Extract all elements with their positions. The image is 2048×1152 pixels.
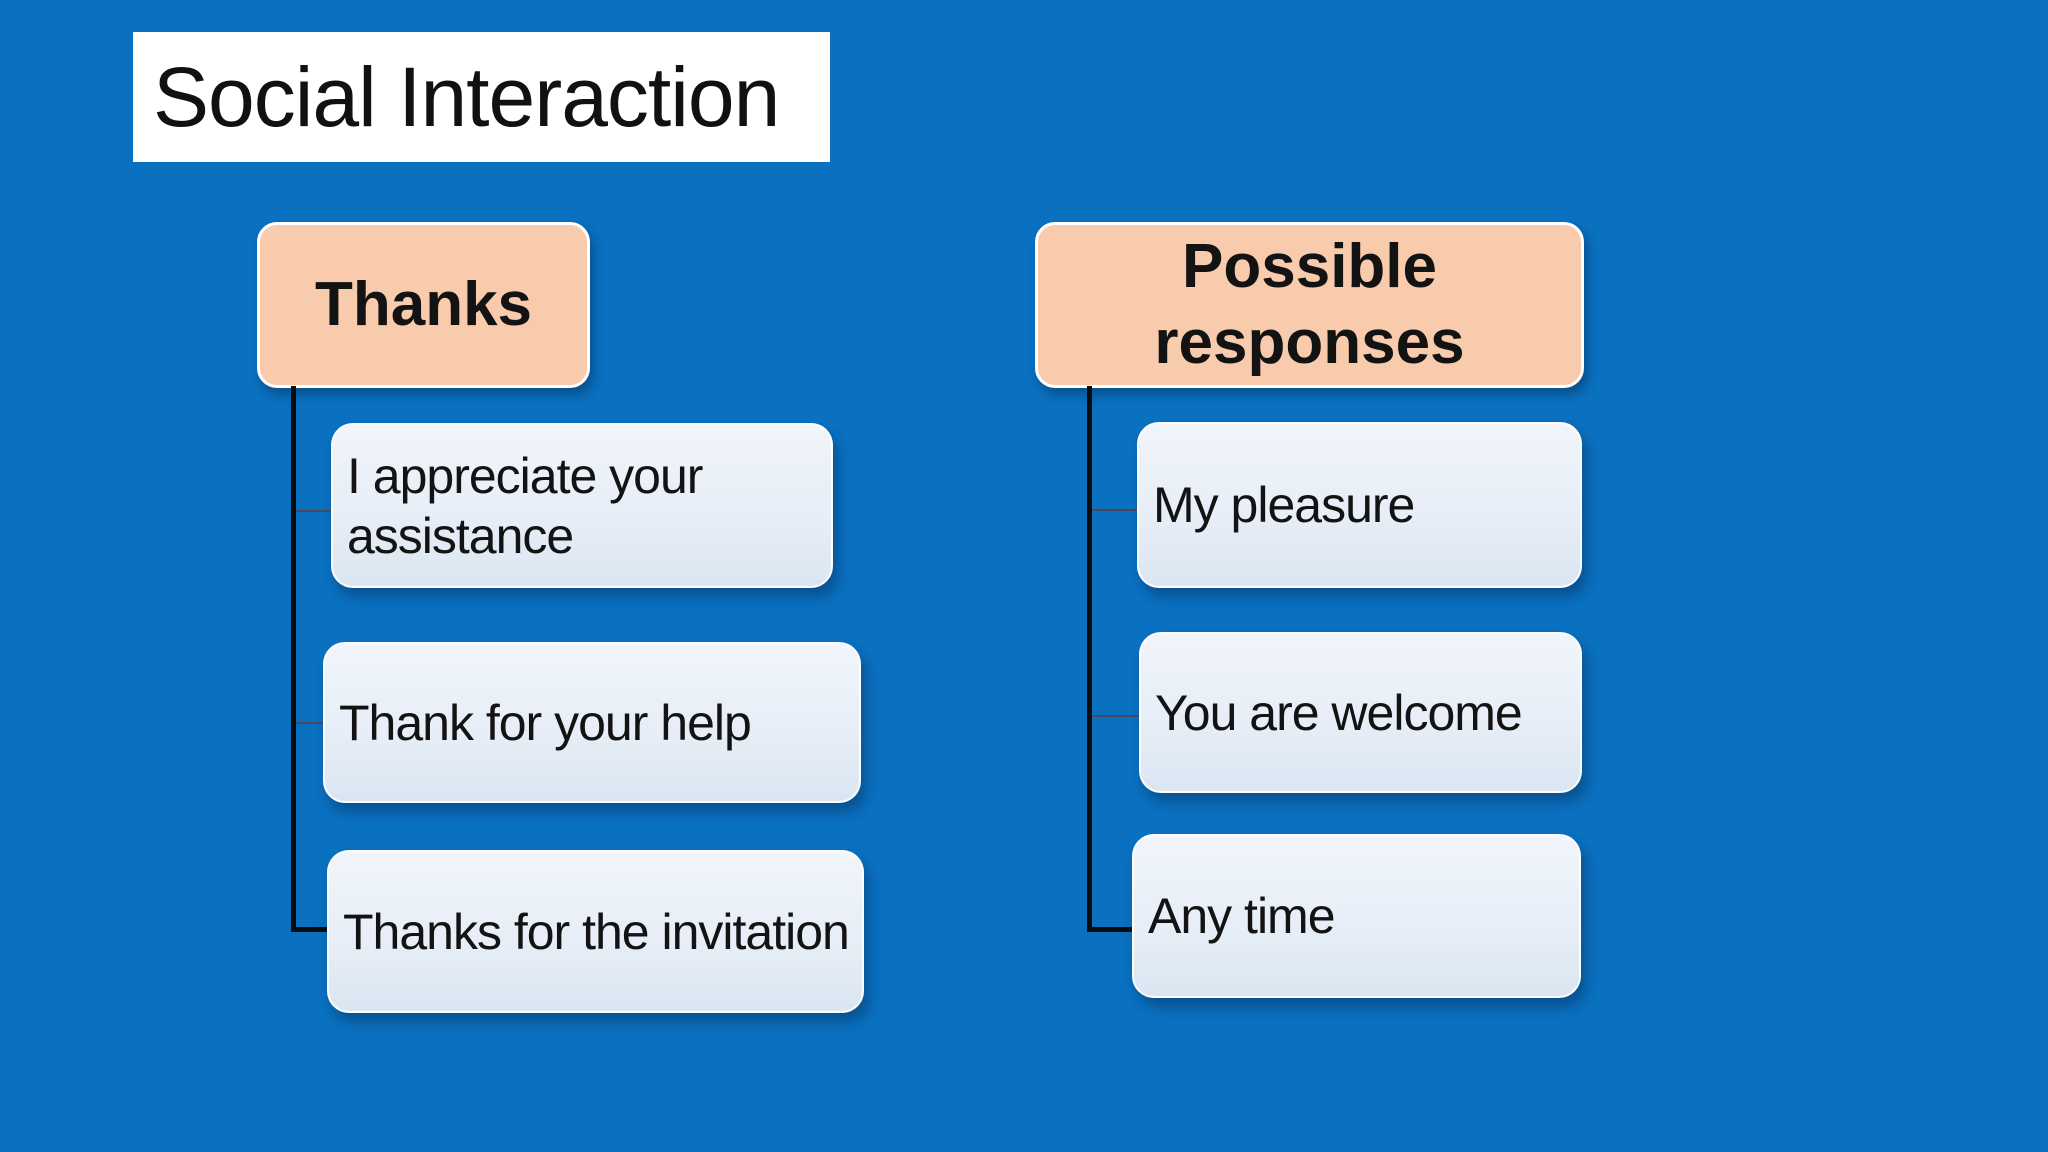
tree-node-appreciate-assistance: I appreciate your assistance: [331, 423, 833, 588]
connector-vertical-left: [291, 386, 296, 932]
tree-node-any-time: Any time: [1132, 834, 1581, 998]
tree-header-thanks-label: Thanks: [314, 270, 533, 340]
tree-node-label: Thank for your help: [339, 694, 752, 751]
connector-branch-left-2: [296, 722, 325, 724]
tree-header-possible-responses-label: Possible responses: [1154, 232, 1465, 377]
tree-node-label: Any time: [1148, 888, 1336, 944]
tree-node-you-are-welcome: You are welcome: [1139, 632, 1582, 793]
tree-node-label: My pleasure: [1153, 477, 1415, 533]
connector-branch-right-2: [1092, 715, 1141, 717]
tree-node-label: Thanks for the invitation: [343, 903, 850, 960]
tree-node-label: You are welcome: [1155, 684, 1523, 741]
slide-title-box: Social Interaction: [133, 32, 830, 162]
slide-title: Social Interaction: [153, 50, 780, 144]
tree-node-thank-for-help: Thank for your help: [323, 642, 861, 803]
tree-node-my-pleasure: My pleasure: [1137, 422, 1582, 588]
tree-node-thanks-invitation: Thanks for the invitation: [327, 850, 864, 1013]
tree-node-label: I appreciate your assistance: [347, 447, 703, 564]
connector-vertical-right: [1087, 386, 1092, 932]
connector-elbow-right: [1087, 927, 1137, 932]
connector-branch-right-1: [1092, 509, 1139, 511]
connector-elbow-left: [291, 927, 331, 932]
tree-header-thanks: Thanks: [257, 222, 590, 388]
connector-branch-left-1: [296, 510, 333, 512]
tree-header-possible-responses: Possible responses: [1035, 222, 1584, 388]
